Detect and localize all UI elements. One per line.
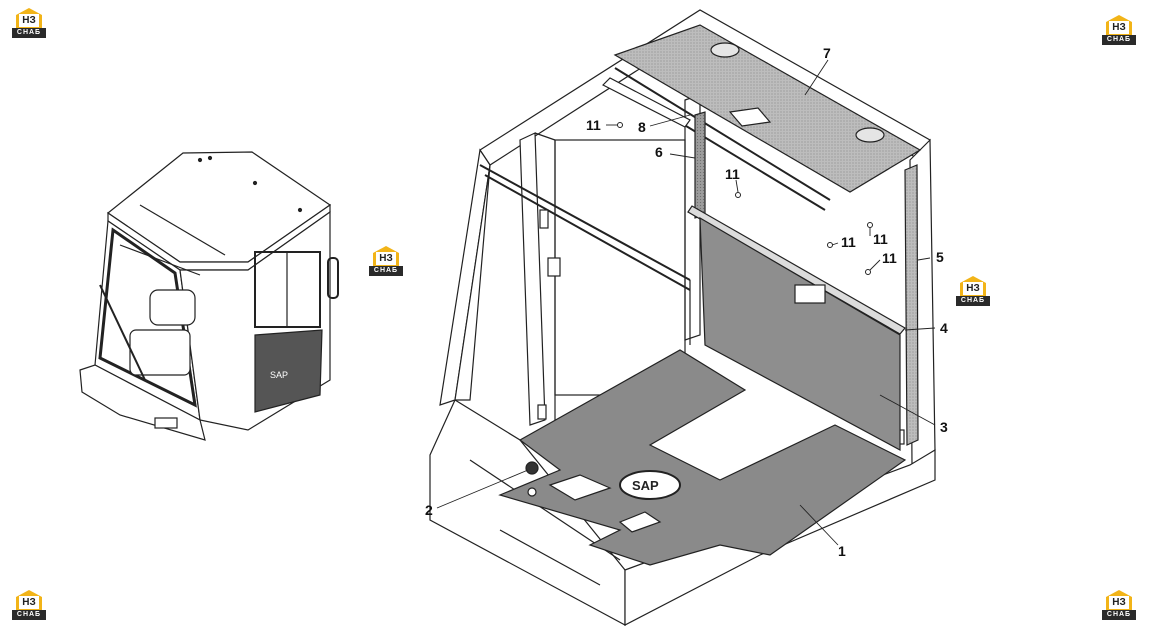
roof-lining-part-7: [613, 24, 922, 193]
watermark-logo: НЗ СНАБ: [12, 8, 48, 40]
callout-11-pillar: 11: [725, 166, 740, 182]
small-cab-overview: SAP: [79, 151, 339, 441]
rear-panel-part-3: [699, 216, 901, 452]
callout-1: 1: [838, 543, 846, 559]
callout-5: 5: [936, 249, 944, 265]
watermark-logo: НЗ СНАБ: [369, 246, 405, 278]
callout-11-mid: 11: [841, 234, 856, 250]
callout-11-top: 11: [586, 117, 601, 133]
callout-11-right: 11: [873, 231, 888, 247]
svg-text:SAP: SAP: [270, 370, 288, 380]
leader-lines: [436, 59, 936, 546]
callout-6: 6: [655, 144, 663, 160]
callout-7: 7: [823, 45, 831, 61]
pillar-trim-part-5: [904, 164, 919, 446]
watermark-logo: НЗ СНАБ: [1102, 15, 1138, 47]
callout-8: 8: [638, 119, 646, 135]
callout-4: 4: [940, 320, 948, 336]
floor-mat-part-1: SAP: [498, 349, 907, 566]
watermark-logo: НЗ СНАБ: [956, 276, 992, 308]
callout-2: 2: [425, 502, 433, 518]
crossbar-part-8: [601, 77, 691, 128]
pillar-trim-part-6: [694, 111, 706, 219]
screws-part-11: [617, 122, 873, 275]
callout-11-lower: 11: [882, 250, 897, 266]
callout-3: 3: [940, 419, 948, 435]
watermark-logo: НЗ СНАБ: [1102, 590, 1138, 622]
sap-logo: SAP: [619, 470, 681, 500]
svg-text:SAP: SAP: [632, 478, 659, 493]
grommet-part-2: [525, 461, 539, 497]
watermark-logo: НЗ СНАБ: [12, 590, 48, 622]
